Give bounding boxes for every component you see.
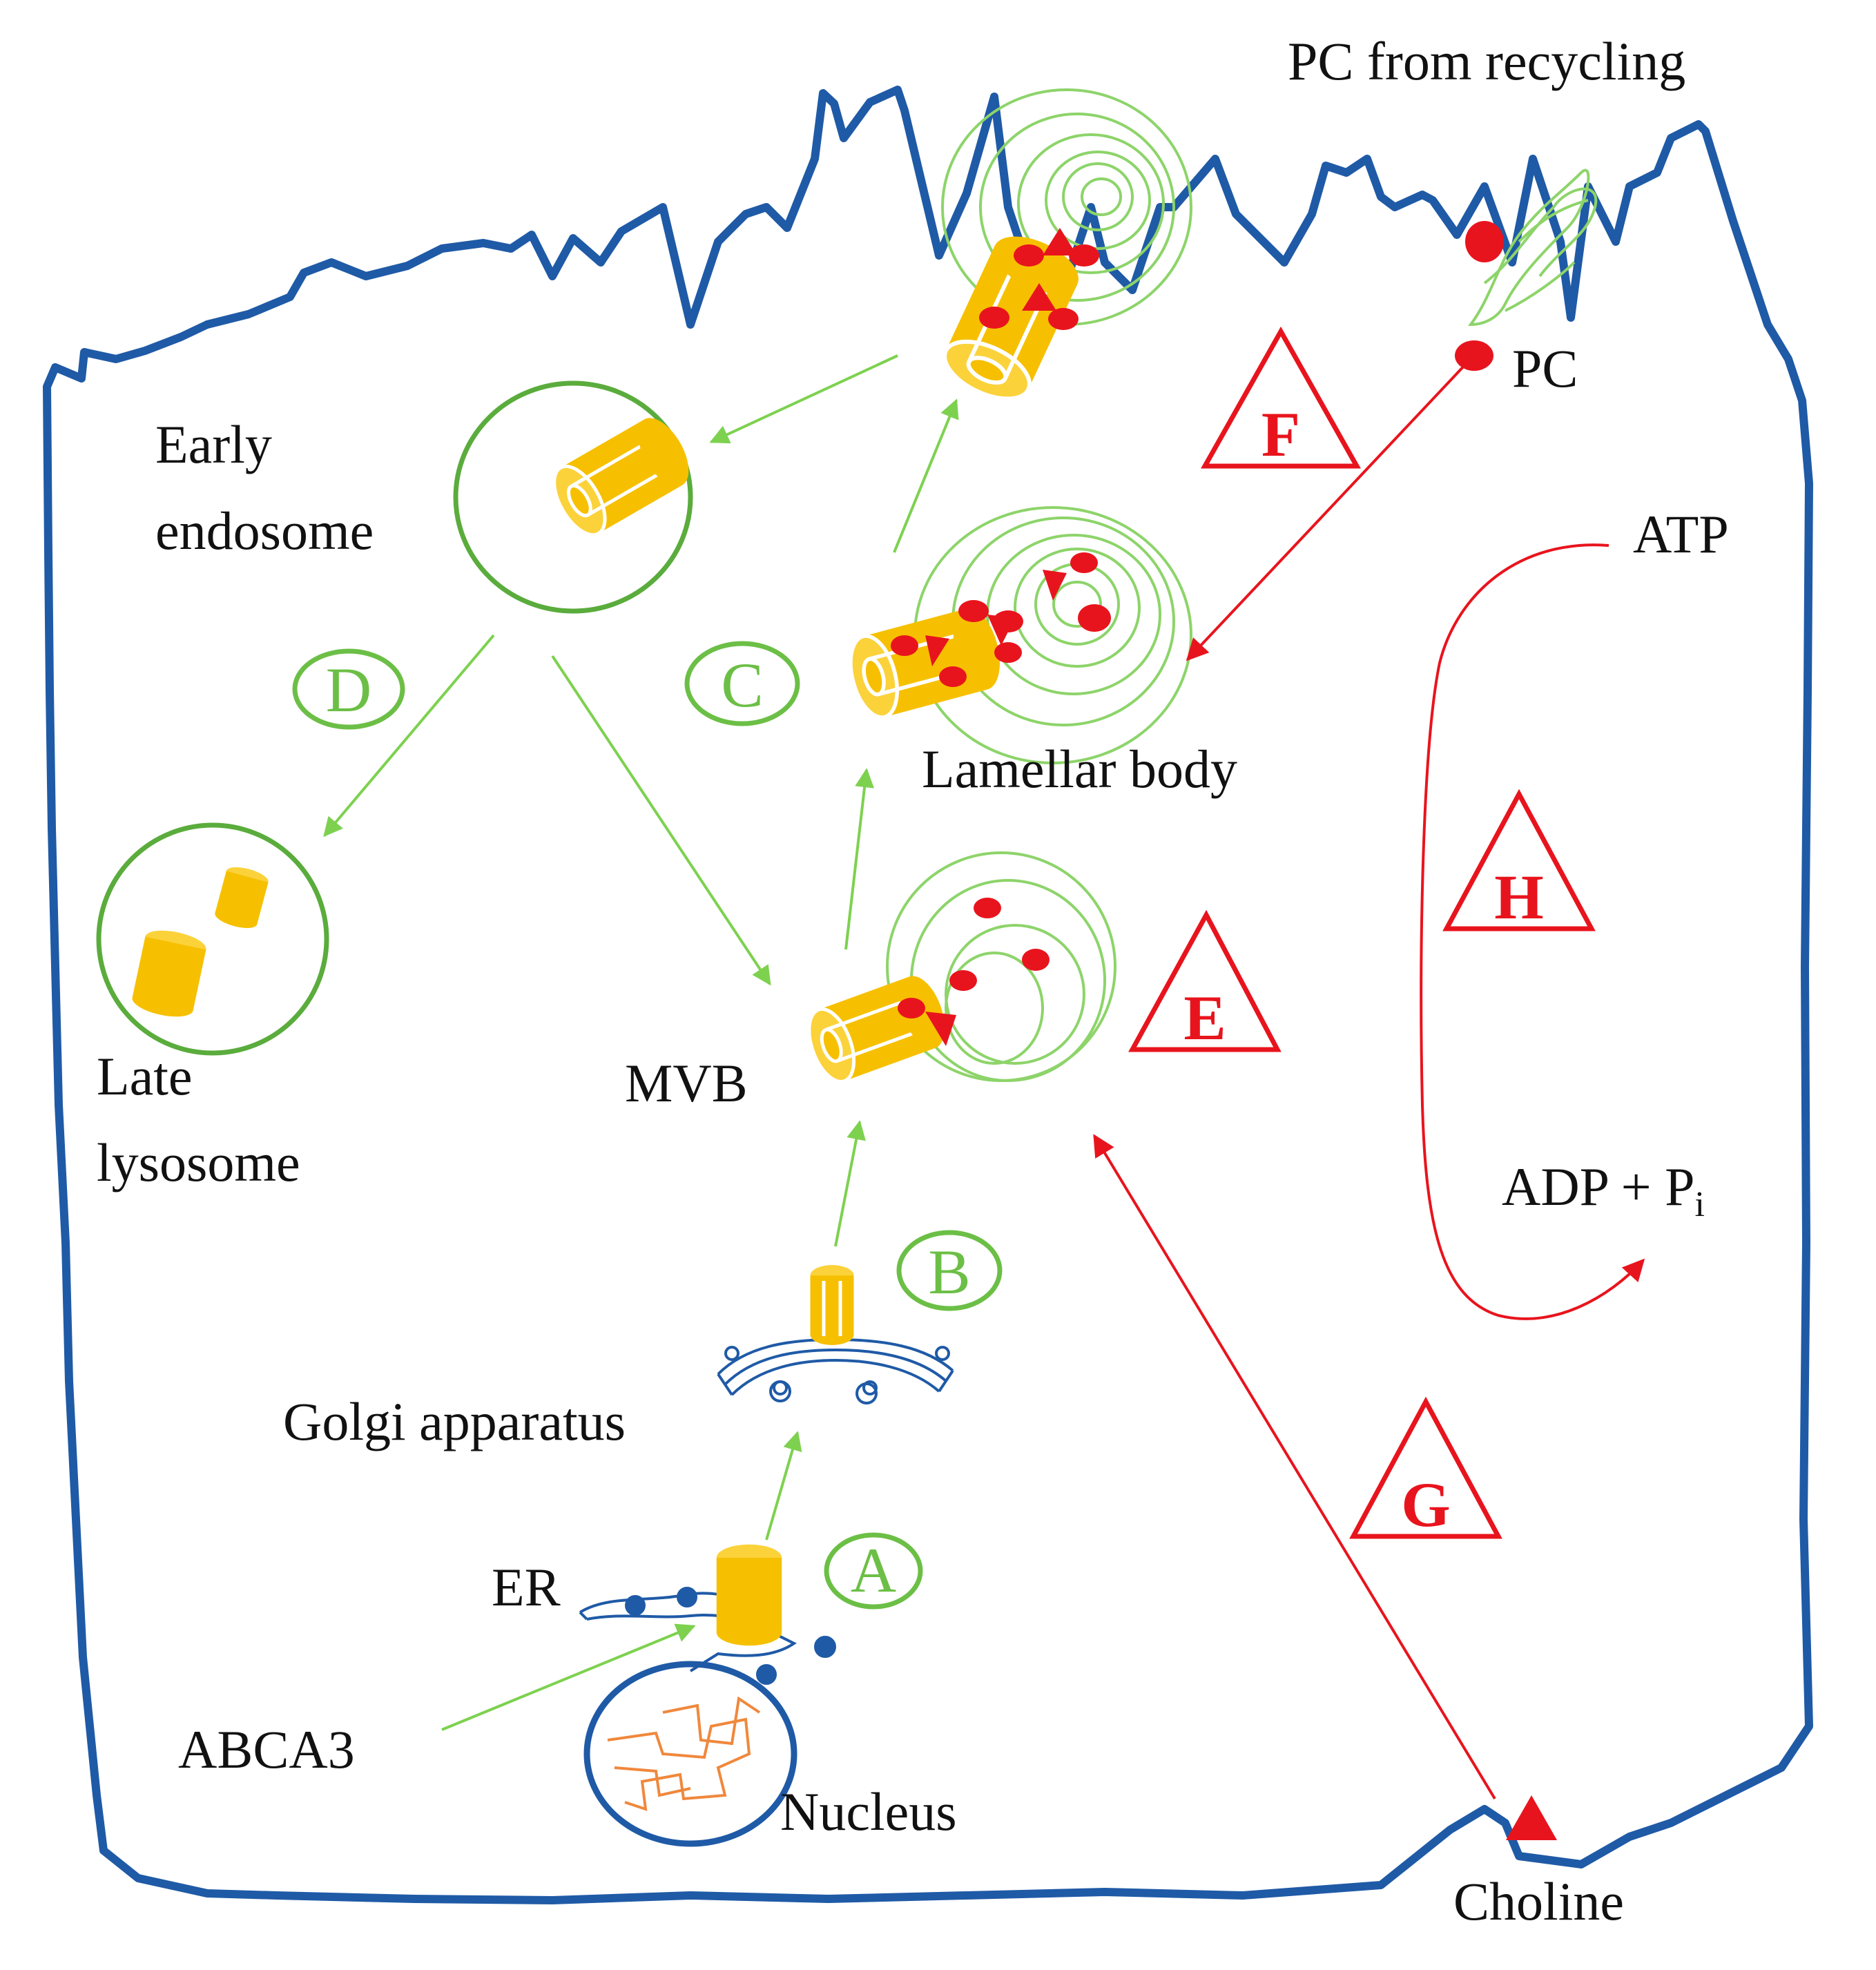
- label-endosome: endosome: [155, 501, 374, 561]
- golgi-apparatus: [717, 1338, 954, 1404]
- label-mvb: MVB: [625, 1053, 748, 1113]
- cell-membrane: [43, 86, 1813, 1904]
- pc-lipids-lamellar-body: [891, 552, 1111, 687]
- step-h: H: [1494, 862, 1544, 932]
- arrow-endosome-to-mvb: [551, 655, 771, 986]
- arrow-endosome-to-lysosome: [323, 634, 495, 838]
- green-step-markers: A B C D: [292, 641, 1003, 1610]
- pc-lipids-mvb: [898, 898, 1050, 1046]
- step-a: A: [851, 1535, 896, 1605]
- red-pathway-arrows: [1093, 361, 1645, 1800]
- label-pc-recycling: PC from recycling: [1288, 31, 1685, 91]
- label-choline: Choline: [1453, 1871, 1624, 1931]
- arrow-er-to-golgi: [765, 1431, 802, 1541]
- label-adp-pi: ADP + Pi: [1502, 1157, 1705, 1224]
- arrow-pc-to-lamellar-body: [1186, 361, 1469, 662]
- step-b: B: [928, 1237, 970, 1307]
- early-endosome: [453, 380, 693, 614]
- label-early: Early: [155, 414, 272, 474]
- pc-lipids-surface: [979, 228, 1099, 330]
- label-golgi: Golgi apparatus: [283, 1391, 626, 1451]
- nucleus: [583, 1661, 797, 1847]
- arrow-choline-to-mvb: [1093, 1134, 1496, 1800]
- green-transport-arrows: [323, 354, 959, 1731]
- step-g: G: [1401, 1469, 1451, 1540]
- abca3-transporter-golgi: [810, 1265, 854, 1345]
- nucleus-dna: [607, 1696, 761, 1811]
- label-lysosome: lysosome: [97, 1132, 300, 1192]
- label-er: ER: [492, 1557, 561, 1617]
- pc-recycling-tangle: [1468, 168, 1598, 327]
- arrow-surface-to-endosome: [709, 354, 898, 444]
- abca3-transporter-lysosome-2: [130, 925, 209, 1022]
- step-f: F: [1261, 399, 1300, 470]
- abca3-transporter-lysosome-1: [213, 863, 271, 932]
- golgi-transporter-highlight: [822, 1281, 842, 1336]
- arrow-golgi-to-mvb: [834, 1120, 866, 1247]
- pc-lipid-markers: [1455, 221, 1504, 371]
- label-adp-main: ADP + P: [1502, 1157, 1695, 1217]
- abca3-transporter-lamellar-body: [842, 603, 1008, 723]
- abca3-transporter-er: [716, 1544, 782, 1646]
- label-abca3: ABCA3: [178, 1719, 355, 1779]
- step-e: E: [1183, 983, 1226, 1053]
- arrow-lamellar-to-surface: [893, 398, 959, 553]
- label-lamellar-body: Lamellar body: [922, 739, 1237, 799]
- label-pc: PC: [1512, 338, 1578, 398]
- label-adp-sub: i: [1695, 1185, 1705, 1224]
- step-d: D: [326, 655, 371, 725]
- abca3-transporter-mvb: [800, 970, 954, 1088]
- label-late: Late: [97, 1046, 193, 1106]
- arrow-mvb-to-lamellar: [844, 768, 875, 950]
- label-nucleus: Nucleus: [780, 1781, 957, 1842]
- arrow-abca3-to-er: [441, 1623, 696, 1731]
- step-c: C: [721, 650, 763, 720]
- label-atp: ATP: [1633, 504, 1729, 564]
- late-lysosome: [96, 822, 329, 1056]
- endoplasmic-reticulum: [579, 1587, 836, 1685]
- choline-marker: [1506, 1795, 1557, 1840]
- arrow-atp-to-adp: [1420, 543, 1645, 1320]
- red-step-markers: E F G H: [1128, 326, 1596, 1540]
- abca3-transporter-endosome: [544, 409, 699, 543]
